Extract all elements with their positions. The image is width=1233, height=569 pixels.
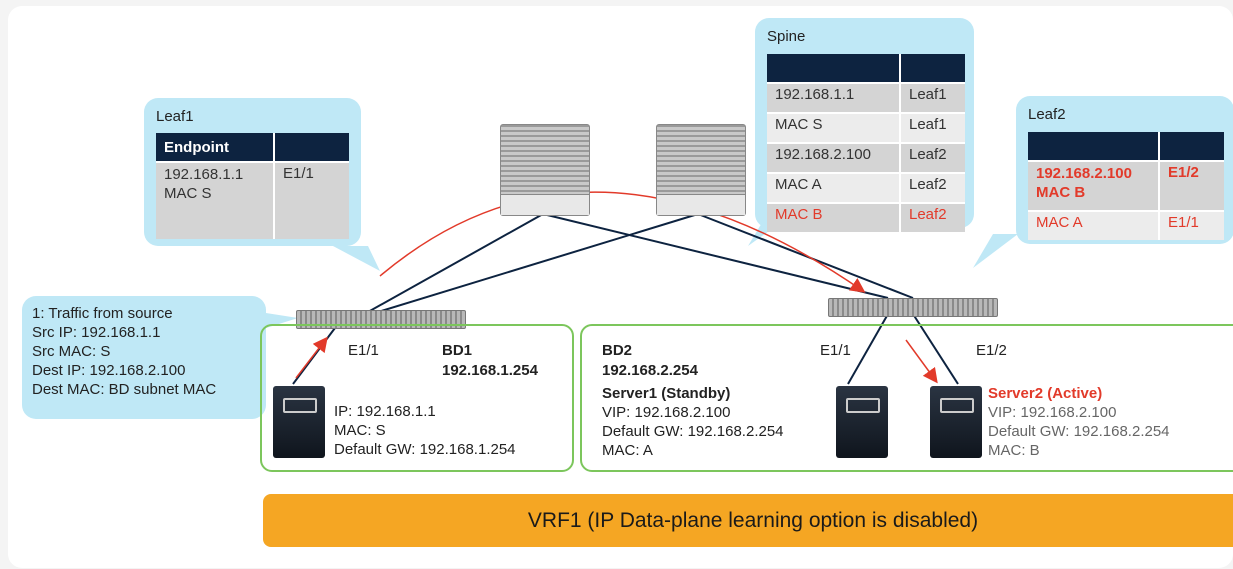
bd1-box (260, 324, 574, 472)
table-row: MAC S Leaf1 (767, 112, 965, 143)
leaf1-callout-pointer (333, 246, 380, 271)
bd1-host-ip: IP: 192.168.1.1 (334, 403, 436, 420)
vrf-banner: VRF1 (IP Data-plane learning option is d… (263, 494, 1233, 547)
leaf2-port-cell: E1/2 (1159, 160, 1224, 211)
ingress-arrow-icon (295, 336, 328, 379)
egress-arrow-icon (905, 339, 938, 384)
spine-endpoint-cell: MAC S (767, 112, 901, 143)
spine-header-leaf (900, 54, 965, 83)
traffic-line: Src MAC: S (32, 343, 111, 360)
traffic-line: Dest IP: 192.168.2.100 (32, 362, 186, 379)
server-icon (273, 386, 325, 458)
server1-title: Server1 (Standby) (602, 385, 731, 402)
bd1-host-mac: MAC: S (334, 422, 386, 439)
bd2-port2-label: E1/2 (976, 342, 1007, 359)
spine-endpoint-cell: 192.168.2.100 (767, 142, 901, 173)
link-leaf1-host (292, 323, 339, 385)
spine-title: Spine (767, 28, 806, 45)
server2-gw: Default GW: 192.168.2.254 (988, 423, 1170, 440)
vrf-label: VRF1 (IP Data-plane learning option is d… (527, 508, 979, 532)
leaf2-title: Leaf2 (1028, 106, 1066, 123)
leaf1-header-endpoint: Endpoint (156, 133, 275, 162)
table-row: 192.168.2.100 MAC B E1/2 (1028, 160, 1224, 211)
traffic-arrow-icon (379, 191, 866, 293)
link-spine2-leaf2 (697, 213, 914, 299)
bd2-box (580, 324, 1233, 472)
leaf2-header-endpoint (1028, 132, 1160, 161)
leaf2-endpoint-table: 192.168.2.100 MAC B E1/2 MAC A E1/1 (1028, 132, 1224, 240)
leaf2-callout: Leaf2 192.168.2.100 MAC B E1/2 MAC A E1/… (1016, 96, 1233, 244)
spine-switch-icon (500, 124, 590, 216)
server2-vip: VIP: 192.168.2.100 (988, 404, 1117, 421)
spine-endpoint-table: 192.168.1.1 Leaf1 MAC S Leaf1 192.168.2.… (767, 54, 965, 232)
link-leaf1-spine2 (377, 213, 699, 313)
traffic-line: Dest MAC: BD subnet MAC (32, 381, 217, 398)
spine-header-endpoint (767, 54, 901, 83)
spine-leaf-cell: Leaf2 (900, 202, 965, 232)
table-row: MAC B Leaf2 (767, 202, 965, 232)
diagram-canvas: Leaf1 Endpoint 192.168.1.1 MAC S E1/1 Sp… (8, 6, 1233, 568)
bd1-port-label: E1/1 (348, 342, 379, 359)
leaf2-callout-pointer (973, 234, 1018, 268)
spine-leaf-cell: Leaf2 (900, 172, 965, 203)
bd2-subnet: 192.168.2.254 (602, 362, 698, 379)
leaf-switch-icon (828, 298, 998, 317)
server1-gw: Default GW: 192.168.2.254 (602, 423, 784, 440)
table-row: MAC A Leaf2 (767, 172, 965, 203)
table-row: 192.168.2.100 Leaf2 (767, 142, 965, 173)
leaf2-endpoint-cell: 192.168.2.100 MAC B (1028, 160, 1160, 211)
link-leaf1-spine1 (367, 213, 544, 313)
leaf2-header-port (1159, 132, 1224, 161)
leaf2-endpoint-cell: MAC A (1028, 210, 1160, 240)
spine-leaf-cell: Leaf1 (900, 82, 965, 113)
link-spine1-leaf2 (542, 213, 889, 299)
spine-leaf-cell: Leaf2 (900, 142, 965, 173)
spine-endpoint-cell: MAC A (767, 172, 901, 203)
table-row: MAC A E1/1 (1028, 210, 1224, 240)
table-row: 192.168.1.1 MAC S E1/1 (156, 161, 349, 239)
table-row: 192.168.1.1 Leaf1 (767, 82, 965, 113)
leaf1-endpoint-cell: 192.168.1.1 MAC S (156, 161, 275, 239)
traffic-callout: 1: Traffic from source Src IP: 192.168.1… (22, 296, 266, 419)
bd2-name: BD2 (602, 342, 633, 359)
leaf1-endpoint-table: Endpoint 192.168.1.1 MAC S E1/1 (156, 133, 349, 239)
bd2-port1-label: E1/1 (820, 342, 851, 359)
server-icon (930, 386, 982, 458)
topology-lines (266, 191, 1018, 385)
server-icon (836, 386, 888, 458)
traffic-line: Src IP: 192.168.1.1 (32, 324, 161, 341)
spine-switch-icon (656, 124, 746, 216)
server2-title: Server2 (Active) (988, 385, 1103, 402)
server1-vip: VIP: 192.168.2.100 (602, 404, 731, 421)
bd1-subnet: 192.168.1.254 (442, 362, 538, 379)
traffic-line: 1: Traffic from source (32, 305, 173, 322)
spine-callout: Spine 192.168.1.1 Leaf1 MAC S Leaf1 192.… (755, 18, 974, 232)
spine-endpoint-cell: 192.168.1.1 (767, 82, 901, 113)
leaf2-port-cell: E1/1 (1159, 210, 1224, 240)
bd1-host-gw: Default GW: 192.168.1.254 (334, 441, 516, 458)
spine-endpoint-cell: MAC B (767, 202, 901, 232)
bd1-name: BD1 (442, 342, 473, 359)
server2-mac: MAC: B (988, 442, 1040, 459)
leaf1-callout: Leaf1 Endpoint 192.168.1.1 MAC S E1/1 (144, 98, 361, 246)
leaf1-port-cell: E1/1 (274, 161, 349, 239)
leaf1-header-port (274, 133, 349, 162)
spine-leaf-cell: Leaf1 (900, 112, 965, 143)
server1-mac: MAC: A (602, 442, 653, 459)
leaf1-title: Leaf1 (156, 108, 194, 125)
